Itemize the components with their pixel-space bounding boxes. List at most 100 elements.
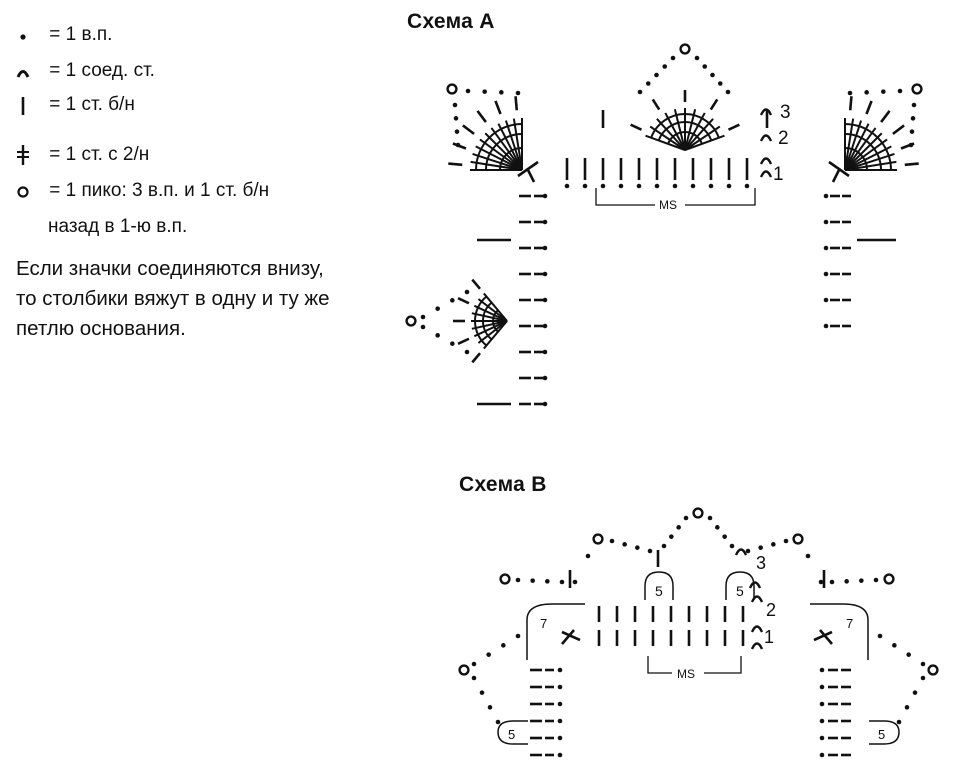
single-crochet [709,98,719,111]
chain-stitch [545,579,550,584]
fan-arc [650,113,720,139]
ms-label: MS [659,198,677,212]
chain-stitch [744,183,750,189]
chain-stitch [920,675,926,681]
single-crochet [900,142,915,150]
fan-arc [492,309,499,333]
slip-stitch [759,134,773,142]
chain-stitch [420,314,426,320]
chain-stitch [542,401,548,407]
legend-item-chain: = 1 в.п. [16,24,112,46]
stitch-stroke [561,629,575,645]
chain-stitch [486,652,491,657]
fan-arc [475,123,523,171]
single-crochet [452,142,467,150]
chain-stitch [542,245,548,251]
treble-crochet [470,160,523,171]
chain-stitch [515,577,521,583]
chain-stitch [859,578,864,583]
chain-stitch [707,515,713,521]
chain-stitch [530,578,535,583]
single-crochet [471,278,481,290]
single-crochet [457,337,470,345]
stitch-group-bracket [644,571,674,600]
chain-stitch [542,323,548,329]
picot-circle-icon [17,186,29,198]
chain-stitch [465,88,471,94]
chain-stitch [542,271,548,277]
single-crochet [651,98,661,111]
treble-crochet [684,112,706,151]
treble-crochet [844,145,892,171]
picot [458,664,470,676]
treble-crochet [490,127,523,171]
chain-stitch [676,525,681,530]
chain-stitch [725,89,731,95]
stitch-stroke [828,160,850,178]
slip-stitch [750,625,764,633]
single-crochet [727,123,740,131]
legend-item-treble: = 1 ст. с 2/н [16,144,149,166]
chain-stitch [694,55,700,61]
joined-symbols-note: Если значки соединяются внизу, то столби… [16,254,396,344]
fan-arc [844,133,882,171]
note-line: то столбики вяжут в одну и ту же [16,287,330,310]
chain-stitch [618,183,624,189]
chain-stitch [435,333,440,338]
stitch-group-bracket [725,571,755,600]
corner-bracket [526,603,585,660]
legend-item-slip: = 1 соед. ст. [16,60,155,82]
note-line: Если значки соединяются внизу, [16,257,324,280]
chain-stitch [600,183,606,189]
chain-stitch [708,183,714,189]
chain-stitch [479,690,485,695]
picot [792,533,804,545]
treble-crochet [484,132,523,171]
legend-item-picot-continuation: назад в 1-ю в.п. [48,216,188,237]
single-crochet-bar-icon [21,97,25,115]
single-crochet [476,110,487,123]
single-crochet [865,100,873,115]
fan-arc [485,133,523,171]
single-crochet [514,96,519,111]
chain-stitch [819,718,825,724]
chain-stitch [844,579,849,584]
chain-stitch [662,64,668,69]
chain-stitch [823,219,829,225]
chain-stitch [829,579,835,585]
treble-crochet [471,320,508,330]
chain-stitch [564,183,570,189]
chain-stitch [585,553,591,559]
chain-stitch [669,534,674,539]
chain-stitch [690,183,696,189]
picot [927,664,939,676]
chain-stitch [499,90,504,95]
row-number: 2 [778,128,789,149]
treble-crochet [504,120,523,171]
treble-crochet [497,123,523,171]
treble-crochet [844,120,863,171]
chain-stitch [495,719,501,725]
treble-crochet [656,118,686,151]
treble-crochet [664,112,686,151]
chain-stitch [819,735,825,741]
chain-stitch [823,323,829,329]
treble-crochet [473,304,508,322]
picot [405,315,417,327]
chain-stitch [464,289,470,295]
treble-crochet [844,160,897,171]
treble-crochet [844,118,855,171]
treble-crochet [844,138,888,171]
chain-stitch [819,684,825,690]
treble-crochet [673,109,686,151]
row-number: 3 [780,102,791,123]
treble-crochet [471,312,508,322]
chain-stitch [622,542,627,547]
single-crochet [471,352,481,364]
chain-stitch [464,349,470,355]
chain-stitch [726,183,732,189]
row-number: 3 [756,553,766,573]
chain-stitch [911,102,917,108]
